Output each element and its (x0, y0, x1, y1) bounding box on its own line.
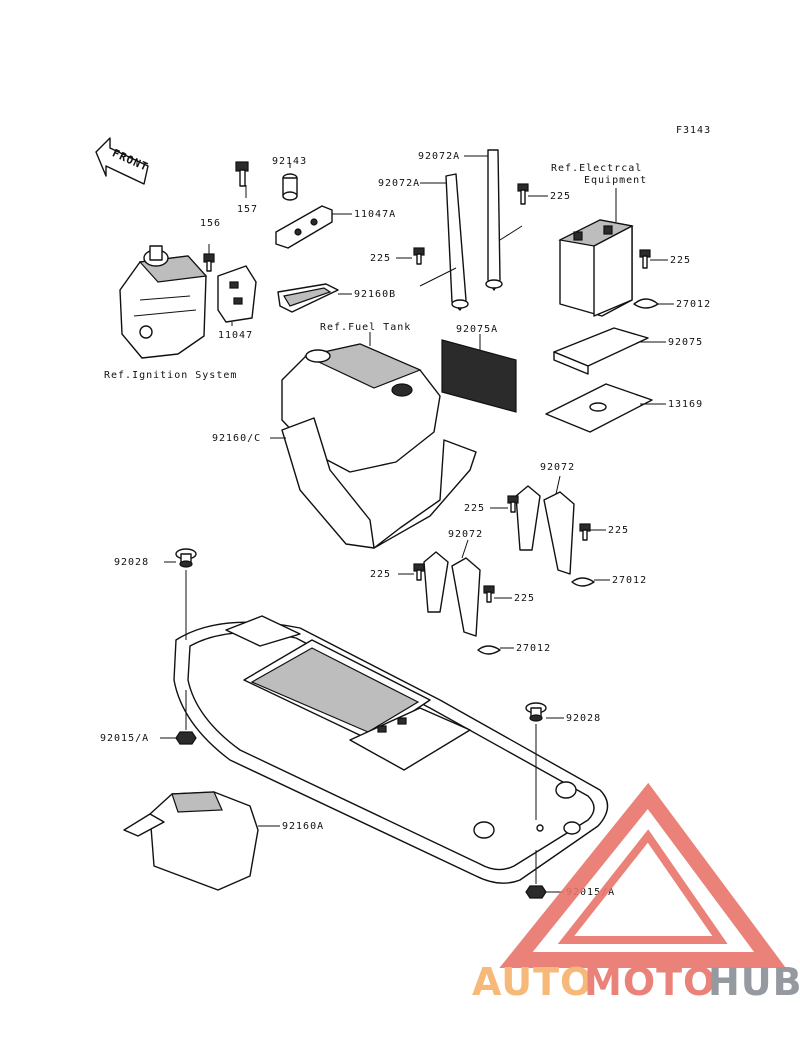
hull (173, 615, 609, 884)
watermark-auto: AUTO (472, 960, 593, 1004)
label-92028-b: 92028 (566, 713, 601, 724)
label-92015A-a: 92015/A (100, 733, 149, 744)
label-92143: 92143 (272, 156, 307, 167)
bolt-157 (235, 161, 249, 198)
label-225-b: 225 (550, 191, 571, 202)
pad-92160C (270, 417, 477, 549)
watermark-hub: HUB (708, 960, 800, 1004)
bolt-225-g (483, 585, 512, 603)
label-ref-electrical-1: Ref.Electrcal (551, 163, 642, 174)
label-92075A: 92075A (456, 324, 498, 335)
pad-92075 (553, 327, 666, 375)
pad-92160B (277, 283, 352, 313)
label-92075: 92075 (668, 337, 703, 348)
bracket-11047 (217, 265, 257, 326)
label-11047: 11047 (218, 330, 253, 341)
watermark-logo: AUTO MOTO HUB (472, 782, 800, 1004)
label-92028-a: 92028 (114, 557, 149, 568)
label-27012-a: 27012 (676, 299, 711, 310)
ignition-box (119, 245, 208, 359)
sheet-92075A (441, 334, 517, 413)
label-225-f: 225 (370, 569, 391, 580)
label-92160C: 92160/C (212, 433, 261, 444)
label-ref-electrical-2: Equipment (584, 175, 647, 186)
bracket-92072-a (515, 475, 575, 575)
label-92072A: 92072A (378, 178, 420, 189)
label-92072A-top: 92072A (418, 151, 460, 162)
grommet-92028-a (164, 548, 197, 640)
bolt-225-b (517, 183, 548, 205)
label-92072-a: 92072 (540, 462, 575, 473)
label-27012-c: 27012 (516, 643, 551, 654)
bolt-225-c (639, 249, 668, 269)
label-13169: 13169 (668, 399, 703, 410)
label-225-a: 225 (370, 253, 391, 264)
label-225-c: 225 (670, 255, 691, 266)
strap-92072A-right (464, 149, 523, 291)
nut-92015A-b (525, 850, 564, 899)
clip-27012-c (477, 645, 514, 655)
plate-13169 (545, 383, 666, 433)
bracket-92072-b (423, 539, 481, 637)
label-225-g: 225 (514, 593, 535, 604)
battery (558, 188, 634, 317)
label-92160A: 92160A (282, 821, 324, 832)
bolt-225-a (396, 247, 425, 265)
label-225-e: 225 (608, 525, 629, 536)
label-157: 157 (237, 204, 258, 215)
watermark-triangle-icon (499, 782, 786, 968)
front-arrow-icon: FRONT (95, 137, 150, 185)
bolt-156 (203, 244, 215, 272)
label-92160B: 92160B (354, 289, 396, 300)
collar-92143 (282, 164, 298, 201)
nut-92015A-a (160, 690, 197, 745)
bolt-225-e (579, 523, 606, 541)
label-225-d: 225 (464, 503, 485, 514)
label-92015A-b: 92015/A (566, 887, 615, 898)
label-11047A: 11047A (354, 209, 396, 220)
bolt-225-f (398, 563, 425, 581)
label-ref-ignition: Ref.Ignition System (104, 370, 237, 381)
clip-27012-a (633, 298, 674, 309)
label-92072-b: 92072 (448, 529, 483, 540)
label-27012-b: 27012 (612, 575, 647, 586)
pad-92160A (123, 791, 280, 891)
watermark-moto: MOTO (584, 960, 716, 1004)
strap-92072A-left (419, 173, 469, 311)
clip-27012-b (571, 577, 610, 587)
grommet-92028-b (525, 702, 564, 820)
label-156: 156 (200, 218, 221, 229)
bolt-225-d (490, 495, 519, 513)
bracket-11047A (275, 205, 352, 249)
figure-code: F3143 (676, 125, 711, 136)
label-ref-fuel-tank: Ref.Fuel Tank (320, 322, 411, 333)
